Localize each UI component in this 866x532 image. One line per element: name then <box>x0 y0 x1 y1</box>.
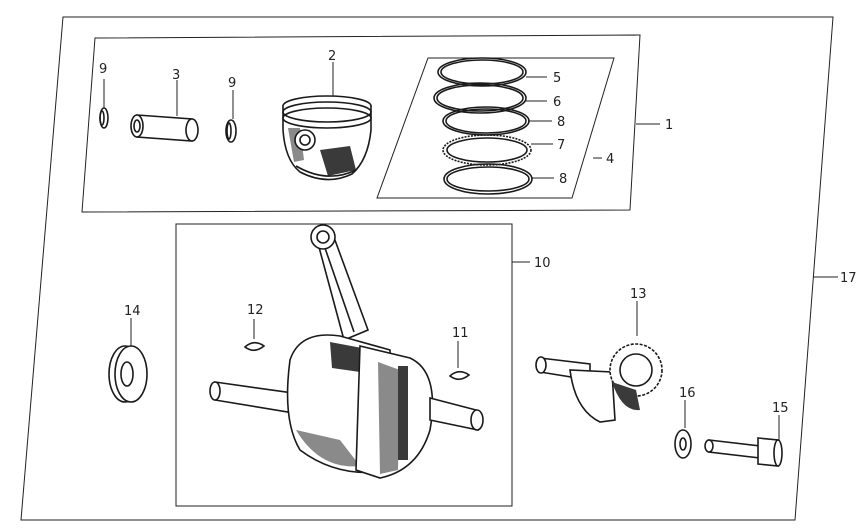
callout-15: 15 <box>772 401 789 416</box>
callout-7: 7 <box>557 138 565 153</box>
callout-8-top: 8 <box>557 115 565 130</box>
callout-2: 2 <box>328 49 336 64</box>
callout-10: 10 <box>534 256 551 271</box>
crankshaft-assembly <box>209 224 530 479</box>
piston-pin-clip-right <box>225 90 237 143</box>
callout-9-right: 9 <box>228 76 236 91</box>
outer-frame <box>20 16 834 521</box>
woodruff-key-right <box>448 341 471 381</box>
piston-pin <box>130 80 199 142</box>
callout-16: 16 <box>679 386 696 401</box>
callout-13: 13 <box>630 287 647 302</box>
oil-seal <box>108 318 148 403</box>
piston <box>282 62 372 181</box>
bolt <box>704 415 783 467</box>
callout-8-bottom: 8 <box>559 172 567 187</box>
ring-set-frame <box>376 57 615 199</box>
crankshaft-frame <box>175 223 513 507</box>
callout-17: 17 <box>840 271 857 286</box>
callout-12: 12 <box>247 303 264 318</box>
callout-1: 1 <box>665 118 673 133</box>
callout-3: 3 <box>172 68 180 83</box>
callout-11: 11 <box>452 326 469 341</box>
piston-rings <box>433 57 602 195</box>
washer <box>674 400 692 459</box>
callout-4: 4 <box>606 152 614 167</box>
callout-6: 6 <box>553 95 561 110</box>
callout-9-left: 9 <box>99 62 107 77</box>
woodruff-key-left <box>243 319 266 352</box>
balancer-shaft <box>535 301 663 423</box>
callout-14: 14 <box>124 304 141 319</box>
piston-group-frame <box>81 34 641 213</box>
callout-5: 5 <box>553 71 561 86</box>
piston-pin-clip-left <box>99 79 109 129</box>
